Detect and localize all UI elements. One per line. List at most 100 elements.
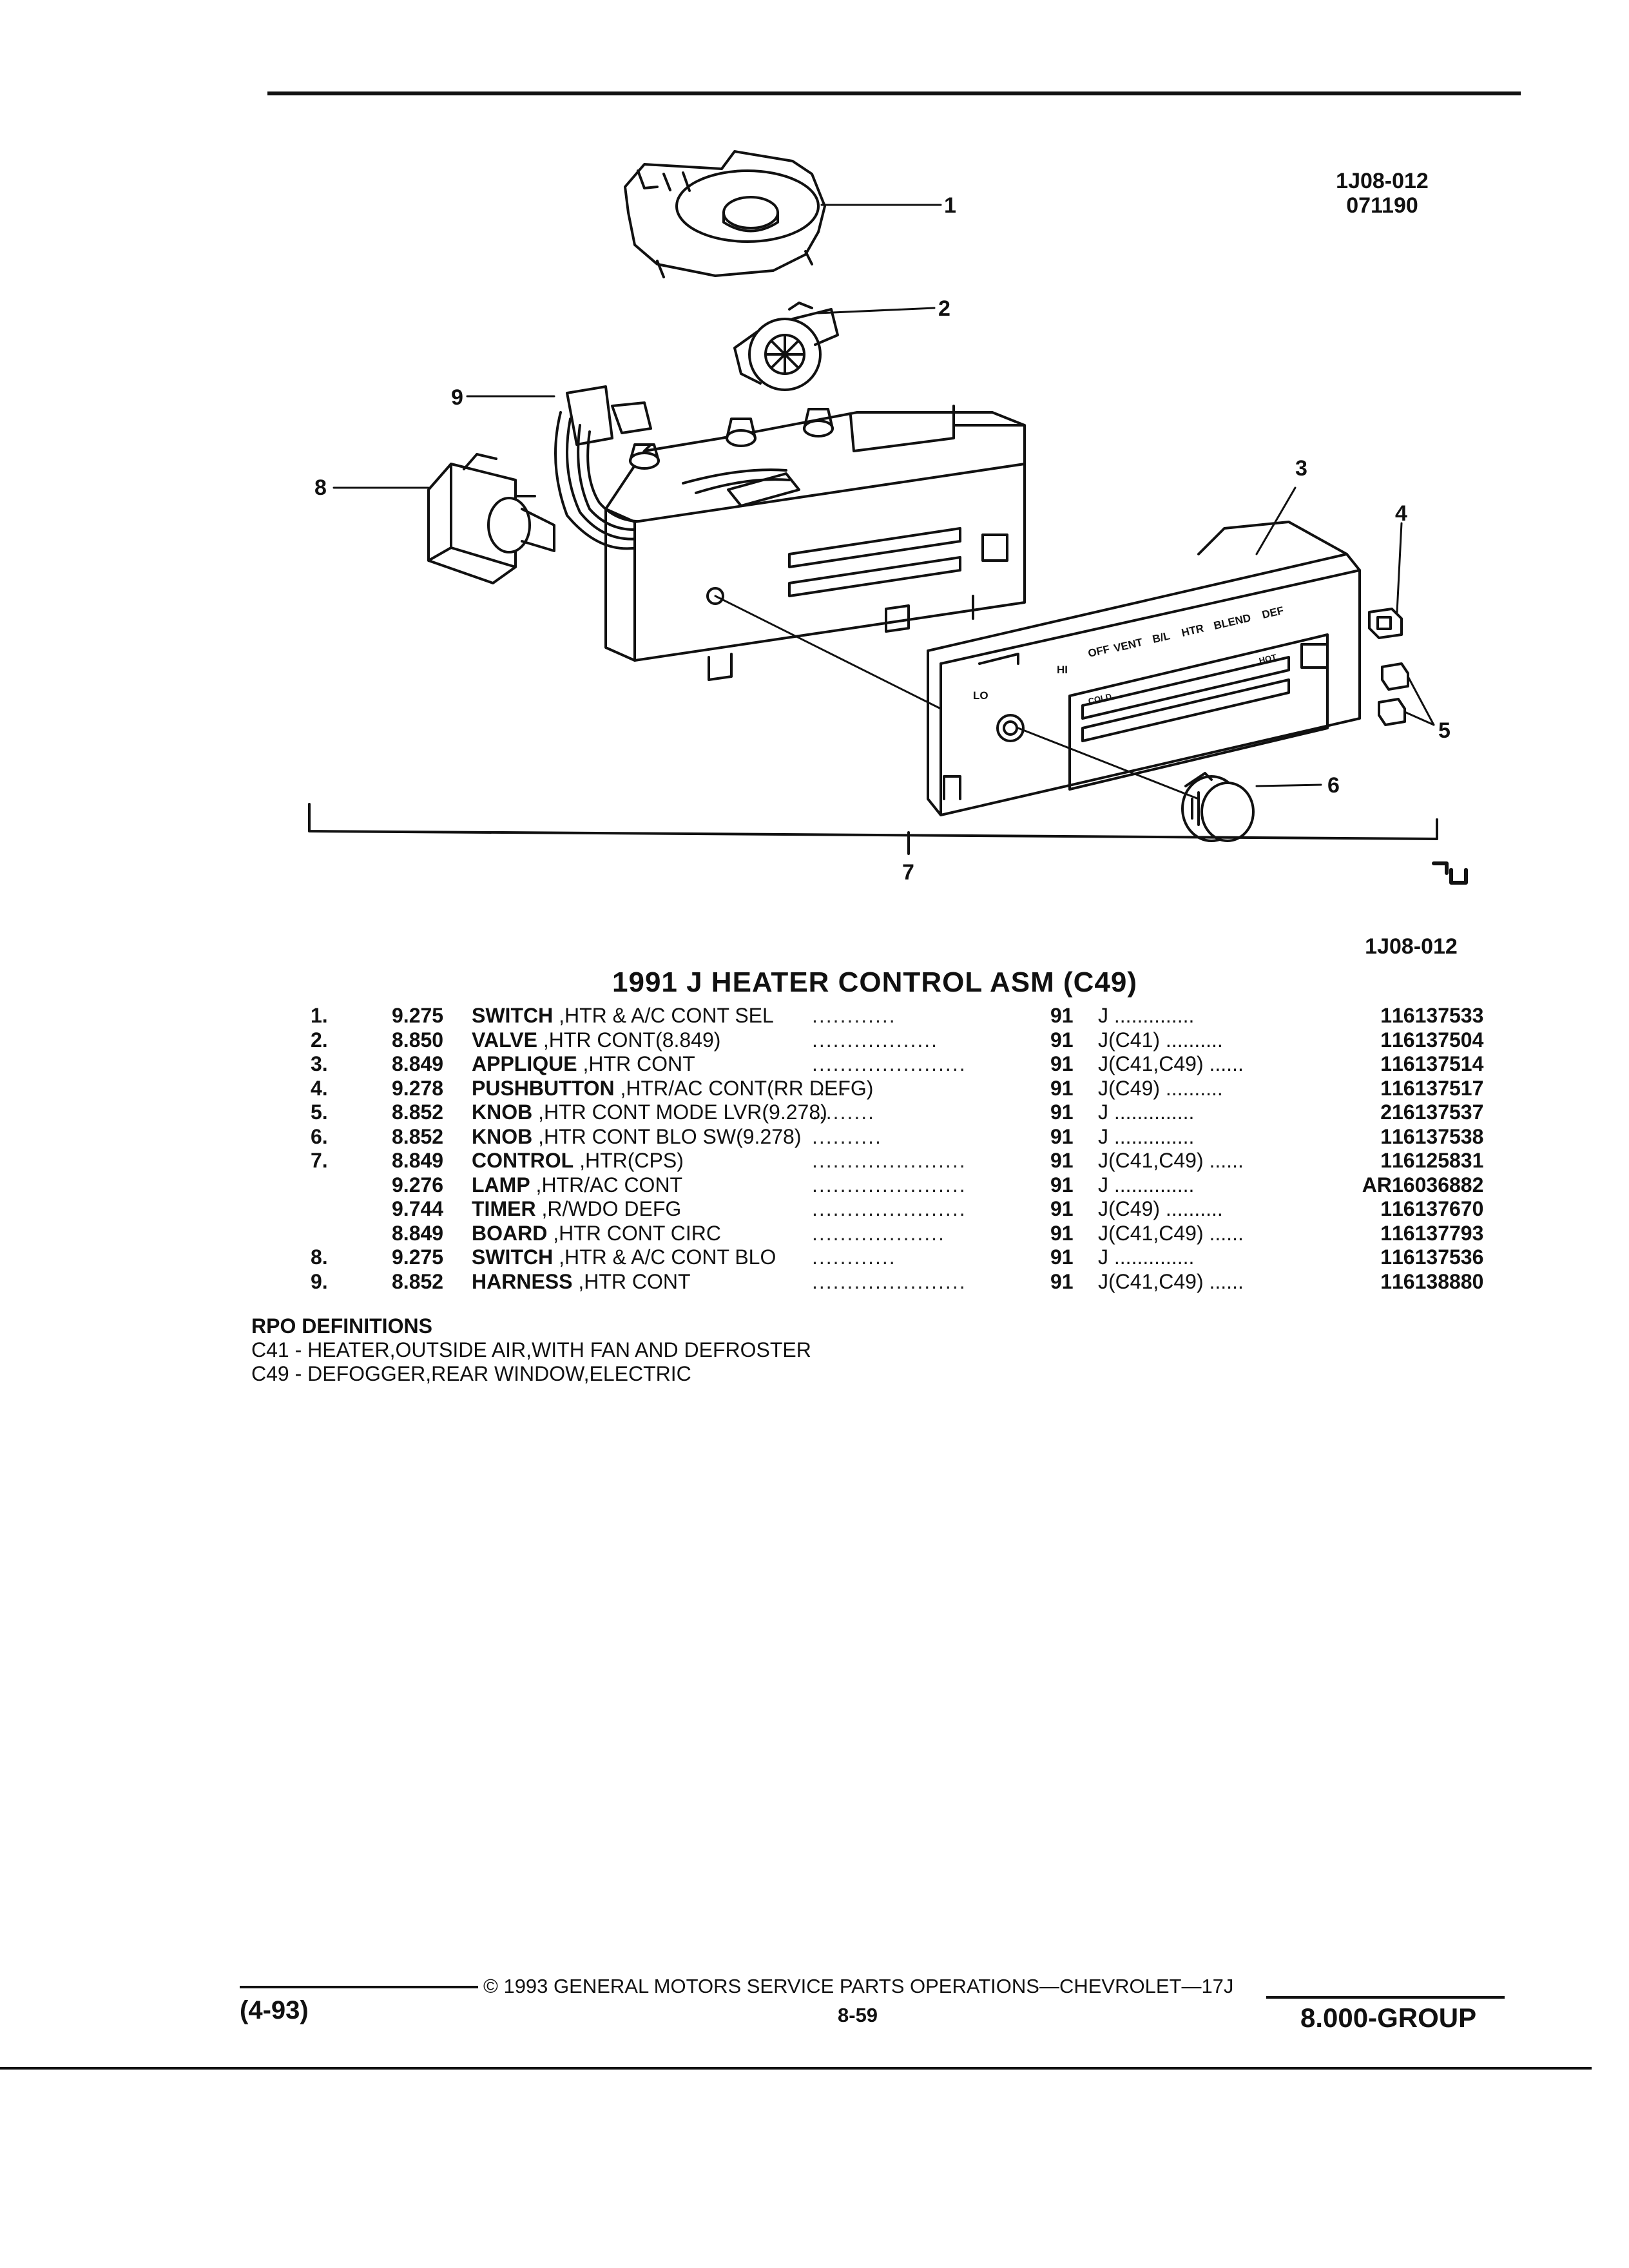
- part-description-detail: ,HTR/AC CONT(RR DEFG): [614, 1076, 874, 1100]
- quantity: 1: [1380, 1197, 1392, 1220]
- quantity: AR: [1362, 1173, 1392, 1196]
- figure-code-lower: 1J08-012: [1365, 934, 1458, 959]
- model-year: 91: [1050, 1076, 1074, 1100]
- part-description-keyword: APPLIQUE: [472, 1052, 577, 1075]
- callout-3: 3: [1295, 456, 1307, 481]
- footer-rule-left: [240, 1986, 478, 1988]
- group-number: 9.275: [392, 1245, 444, 1269]
- part-description-keyword: KNOB: [472, 1124, 533, 1148]
- part-description-keyword: BOARD: [472, 1221, 548, 1245]
- part-description-detail: ,HTR CONT BLO SW(9.278): [532, 1124, 802, 1148]
- callout-9: 9: [451, 385, 463, 410]
- group-number: 8.852: [392, 1100, 444, 1124]
- footer-rule-right: [1266, 1996, 1505, 1999]
- part-description-keyword: KNOB: [472, 1100, 533, 1124]
- page-title: 1991 J HEATER CONTROL ASM (C49): [612, 966, 1138, 998]
- leader-lines: [333, 204, 1435, 800]
- model-year: 91: [1050, 1004, 1074, 1027]
- item-number: 5.: [311, 1100, 328, 1124]
- quantity: 2: [1380, 1100, 1392, 1124]
- series-code: J ..............: [1098, 1245, 1195, 1269]
- part-number: 16125831: [1392, 1149, 1484, 1172]
- leader-dots: ......................: [812, 1269, 967, 1293]
- group-number: 9.275: [392, 1004, 444, 1027]
- group-number: 8.849: [392, 1149, 444, 1172]
- series-code: J(C49) ..........: [1098, 1076, 1223, 1100]
- gm-logo-mark: [1432, 861, 1468, 885]
- valve-drawing: [733, 302, 839, 391]
- leader-dots: ..................: [812, 1028, 939, 1052]
- date-code-text: 071190: [1346, 193, 1418, 218]
- leader-dots: ...................: [812, 1221, 945, 1245]
- panel-label-hi: HI: [1057, 664, 1068, 676]
- part-description-keyword: HARNESS: [472, 1269, 573, 1293]
- selector-switch-drawing: [624, 150, 826, 278]
- footer-group: 8.000-GROUP: [1300, 2003, 1477, 2033]
- group-number: 9.744: [392, 1197, 444, 1220]
- part-description: APPLIQUE ,HTR CONT: [472, 1052, 695, 1076]
- part-number: 16137504: [1392, 1028, 1484, 1052]
- quantity: 1: [1380, 1269, 1392, 1293]
- part-number: 16137537: [1392, 1100, 1484, 1124]
- leader-dots: ......................: [812, 1173, 967, 1196]
- part-description-keyword: PUSHBUTTON: [472, 1076, 615, 1100]
- leader-dots: ......................: [812, 1197, 967, 1220]
- footer-revision: (4-93): [240, 1996, 309, 2024]
- panel-label-lo: LO: [973, 689, 988, 702]
- part-description: PUSHBUTTON ,HTR/AC CONT(RR DEFG): [472, 1077, 873, 1100]
- part-description-detail: ,HTR CONT(8.849): [537, 1028, 721, 1052]
- part-description-keyword: TIMER: [472, 1197, 536, 1220]
- part-description-keyword: CONTROL: [472, 1149, 574, 1172]
- part-description-keyword: SWITCH: [472, 1245, 554, 1269]
- item-number: 7.: [311, 1149, 328, 1172]
- series-code: J(C41,C49) ......: [1098, 1149, 1244, 1172]
- blower-knob-drawing: [1181, 772, 1255, 842]
- figure-code: 1J08-012 071190: [1321, 169, 1443, 218]
- quantity: 1: [1380, 1028, 1392, 1052]
- part-number: 16137538: [1392, 1124, 1484, 1148]
- leader-dots: .....: [812, 1076, 847, 1100]
- part-description-detail: ,HTR CONT CIRC: [547, 1221, 721, 1245]
- item-number: 4.: [311, 1076, 328, 1100]
- footer-page-number: 8-59: [838, 2004, 878, 2026]
- group-number: 8.849: [392, 1221, 444, 1245]
- part-number: 16137793: [1392, 1221, 1484, 1245]
- part-description: HARNESS ,HTR CONT: [472, 1270, 691, 1294]
- callout-8: 8: [314, 476, 327, 500]
- part-number: 16137517: [1392, 1076, 1484, 1100]
- part-description-detail: ,HTR & A/C CONT BLO: [553, 1245, 776, 1269]
- assembly-bracket: [308, 803, 1438, 855]
- footer-copyright: © 1993 GENERAL MOTORS SERVICE PARTS OPER…: [483, 1975, 1234, 1997]
- part-description-detail: ,HTR(CPS): [574, 1149, 684, 1172]
- part-description-detail: ,HTR CONT: [572, 1269, 691, 1293]
- part-description: SWITCH ,HTR & A/C CONT BLO: [472, 1245, 776, 1269]
- group-number: 8.849: [392, 1052, 444, 1075]
- part-description-detail: ,HTR/AC CONT: [530, 1173, 683, 1196]
- part-description-detail: ,HTR CONT MODE LVR(9.278): [532, 1100, 827, 1124]
- part-number: 16137670: [1392, 1197, 1484, 1220]
- model-year: 91: [1050, 1052, 1074, 1075]
- part-description: KNOB ,HTR CONT BLO SW(9.278): [472, 1125, 801, 1149]
- series-code: J(C49) ..........: [1098, 1197, 1223, 1220]
- mode-knobs-drawing: [1378, 662, 1409, 726]
- model-year: 91: [1050, 1269, 1074, 1293]
- item-number: 2.: [311, 1028, 328, 1052]
- leader-dots: ......................: [812, 1052, 967, 1075]
- group-number: 9.276: [392, 1173, 444, 1196]
- quantity: 1: [1380, 1124, 1392, 1148]
- model-year: 91: [1050, 1149, 1074, 1172]
- group-number: 9.278: [392, 1076, 444, 1100]
- part-number: 16137514: [1392, 1052, 1484, 1075]
- part-description-keyword: VALVE: [472, 1028, 537, 1052]
- applique-drawing: [927, 521, 1361, 816]
- group-number: 8.850: [392, 1028, 444, 1052]
- quantity: 1: [1380, 1076, 1392, 1100]
- quantity: 1: [1380, 1149, 1392, 1172]
- part-description-detail: ,R/WDO DEFG: [535, 1197, 682, 1220]
